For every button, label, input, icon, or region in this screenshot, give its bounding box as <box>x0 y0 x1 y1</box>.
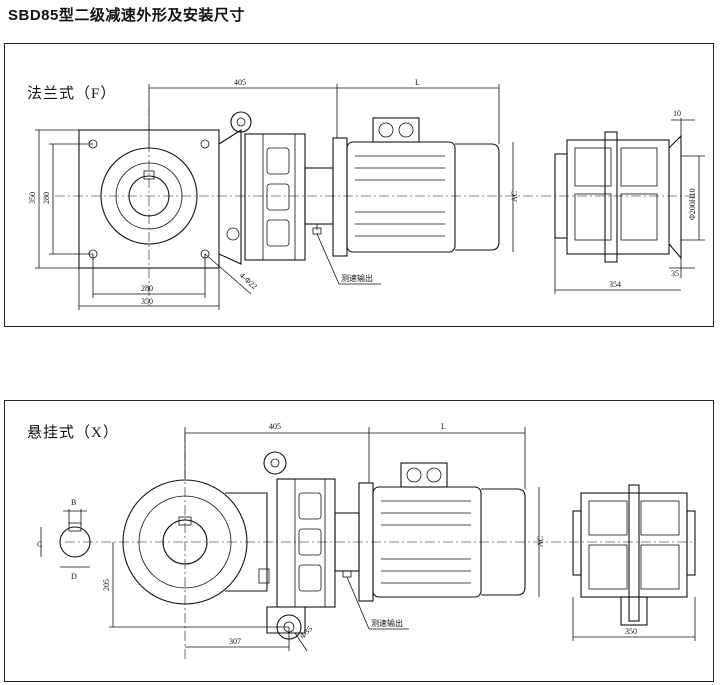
speed-output-note: 测速输出 <box>341 273 373 283</box>
side-end-cap <box>686 510 696 576</box>
fan-cover <box>481 488 526 596</box>
dim-shaft: Φ200H10 <box>688 188 697 220</box>
dim-350: 350 <box>625 627 637 636</box>
dim-405: 405 <box>234 78 246 87</box>
key-B: B <box>71 498 76 507</box>
side-center-band <box>604 131 618 263</box>
dim-354: 354 <box>609 280 621 289</box>
housing-rib <box>298 564 322 592</box>
page-title: SBD85型二级减速外形及安装尺寸 <box>8 7 245 24</box>
torque-arm <box>266 606 306 634</box>
side-rib <box>640 544 680 590</box>
terminal-gland <box>378 122 394 138</box>
hanging-type-panel: 悬挂式（X） B C D <box>4 400 714 682</box>
output-bore <box>128 175 170 217</box>
flange-type-panel: 法兰式（F） <box>4 43 714 327</box>
dim-350-h: 350 <box>141 297 153 306</box>
hole-note: 4-Φ22 <box>238 271 259 291</box>
cycloid-housing <box>276 478 336 608</box>
dim-405: 405 <box>269 422 281 431</box>
side-rib <box>620 193 658 241</box>
lifting-eye-hole <box>270 458 280 468</box>
side-rib <box>588 500 628 536</box>
drain-plug <box>226 227 240 241</box>
side-rib <box>574 193 612 241</box>
key-shaft-section <box>59 526 91 558</box>
dim-307: 307 <box>229 637 241 646</box>
dim-280-h: 280 <box>141 284 153 293</box>
speed-output-port <box>342 570 352 578</box>
motor-flange <box>332 137 348 257</box>
lifting-eye <box>230 111 252 133</box>
housing-neck <box>225 492 268 592</box>
side-center-band <box>628 484 640 622</box>
drain-plug <box>258 568 270 584</box>
side-torque-arm <box>620 596 648 626</box>
terminal-gland <box>406 467 422 483</box>
terminal-gland <box>426 467 442 483</box>
dim-350-v: 350 <box>28 192 37 204</box>
housing-rib <box>298 492 322 520</box>
side-flange <box>668 134 682 260</box>
key-slot <box>68 522 82 532</box>
side-end-cap <box>572 510 582 576</box>
housing-neck <box>218 128 242 265</box>
speed-output-note: 测速输出 <box>371 618 403 628</box>
motor-body <box>346 141 456 253</box>
side-rib <box>620 147 658 187</box>
dim-10: 10 <box>673 109 681 118</box>
key-C: C <box>37 540 42 549</box>
dim-AC: AC <box>536 536 545 547</box>
fan-cover <box>455 143 500 251</box>
leader-line <box>316 233 340 285</box>
leader-line <box>346 576 370 630</box>
dim-35: 35 <box>671 269 679 278</box>
leader-line <box>294 632 308 652</box>
dim-L: L <box>415 78 420 87</box>
dim-AC: AC <box>510 191 519 202</box>
terminal-gland <box>398 122 414 138</box>
side-rib <box>588 544 628 590</box>
side-rib <box>640 500 680 536</box>
side-rib <box>574 147 612 187</box>
terminal-box <box>372 117 420 143</box>
housing-rib <box>266 219 290 247</box>
flange-type-label: 法兰式（F） <box>27 86 117 102</box>
keyway <box>143 170 155 180</box>
hanging-type-drawing: B C D <box>37 422 696 661</box>
housing-rib <box>266 183 290 211</box>
housing-rib <box>266 147 290 175</box>
boss-ring <box>115 162 183 230</box>
dim-205: 205 <box>102 579 111 591</box>
flange-type-drawing: 405 L AC 测速输出 350 280 280 350 4-Φ22 <box>28 78 705 310</box>
leader-line <box>204 253 252 295</box>
mount-hole <box>200 139 210 149</box>
terminal-box <box>400 462 448 488</box>
side-housing <box>566 139 670 255</box>
housing-rib <box>298 528 322 556</box>
lifting-eye-hole <box>236 117 246 127</box>
key-D: D <box>71 572 77 581</box>
dim-280-v: 280 <box>42 192 51 204</box>
cycloid-housing <box>244 133 306 261</box>
lifting-eye <box>263 451 287 475</box>
hanging-type-label: 悬挂式（X） <box>27 425 119 441</box>
dim-L: L <box>441 422 446 431</box>
